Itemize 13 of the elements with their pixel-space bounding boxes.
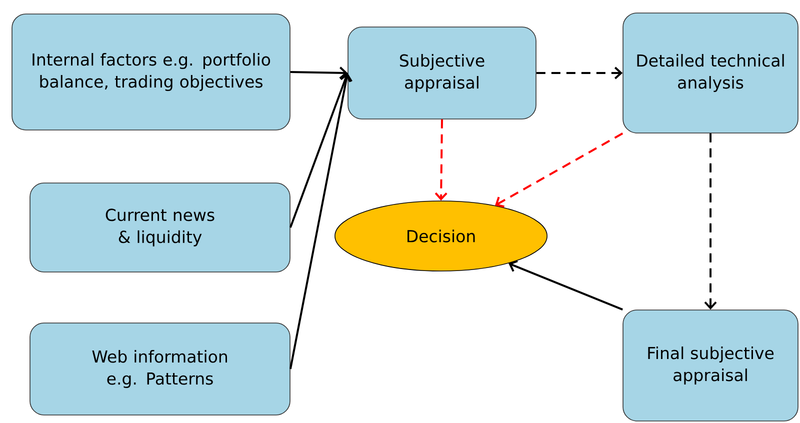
arrow	[536, 66, 623, 80]
arrow	[289, 73, 352, 228]
arrow	[704, 133, 717, 310]
arrow	[434, 119, 448, 201]
process-box: Web information e.g. Patterns	[30, 322, 290, 416]
arrow	[508, 260, 623, 311]
process-box: Final subjective appraisal	[622, 310, 798, 422]
process-box: Subjective appraisal	[348, 26, 536, 120]
process-box: Detailed technical analysis	[622, 12, 798, 134]
arrow	[495, 132, 624, 208]
process-box: Internal factors e.g. portfolio balance, trading objectives	[12, 14, 290, 130]
process-box: Current news & liquidity	[30, 182, 290, 272]
arrow	[289, 73, 352, 370]
